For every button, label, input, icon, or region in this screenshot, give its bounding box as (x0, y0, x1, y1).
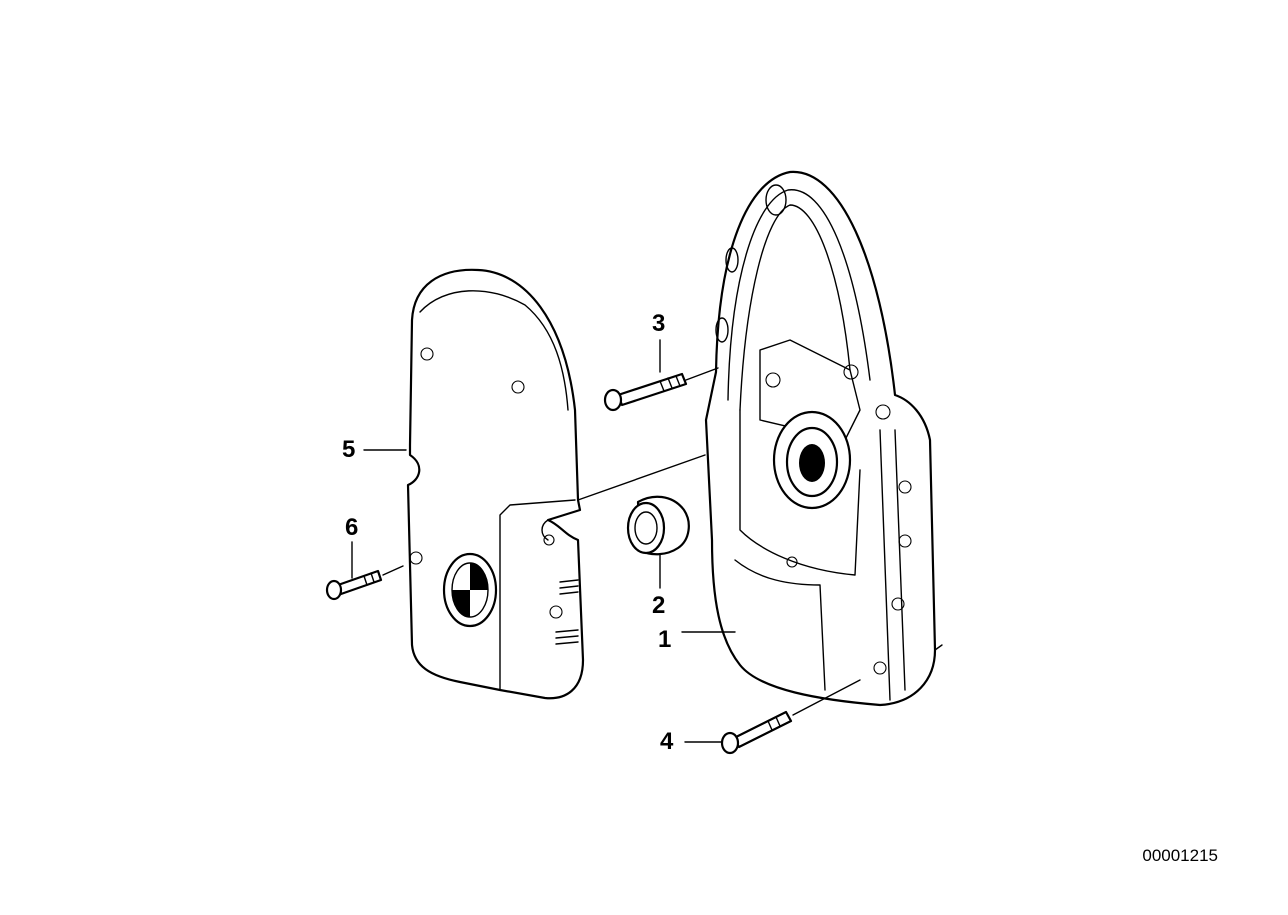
leader-lines (351, 339, 943, 743)
bolt-part-4 (720, 710, 793, 755)
bolt-part-6 (325, 569, 383, 601)
bolt-part-3 (603, 372, 688, 412)
callout-2: 2 (652, 592, 666, 619)
outer-cover-part-5 (406, 268, 585, 700)
seal-ring-part-2 (626, 495, 690, 556)
callout-3: 3 (652, 310, 666, 337)
diagram-number: 00001215 (1142, 846, 1218, 865)
housing-part-1 (704, 170, 937, 707)
callout-5: 5 (342, 436, 356, 463)
callout-1: 1 (658, 626, 672, 653)
callout-4: 4 (660, 728, 674, 755)
callout-6: 6 (345, 514, 359, 541)
